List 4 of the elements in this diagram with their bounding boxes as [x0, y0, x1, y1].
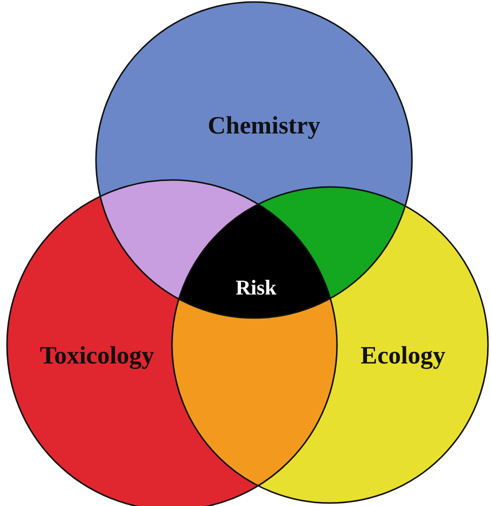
circle-label: Ecology — [360, 344, 446, 368]
circle-label: Toxicology — [40, 344, 154, 368]
circle-label: Risk — [236, 278, 276, 298]
circle-label: Chemistry — [208, 114, 320, 138]
